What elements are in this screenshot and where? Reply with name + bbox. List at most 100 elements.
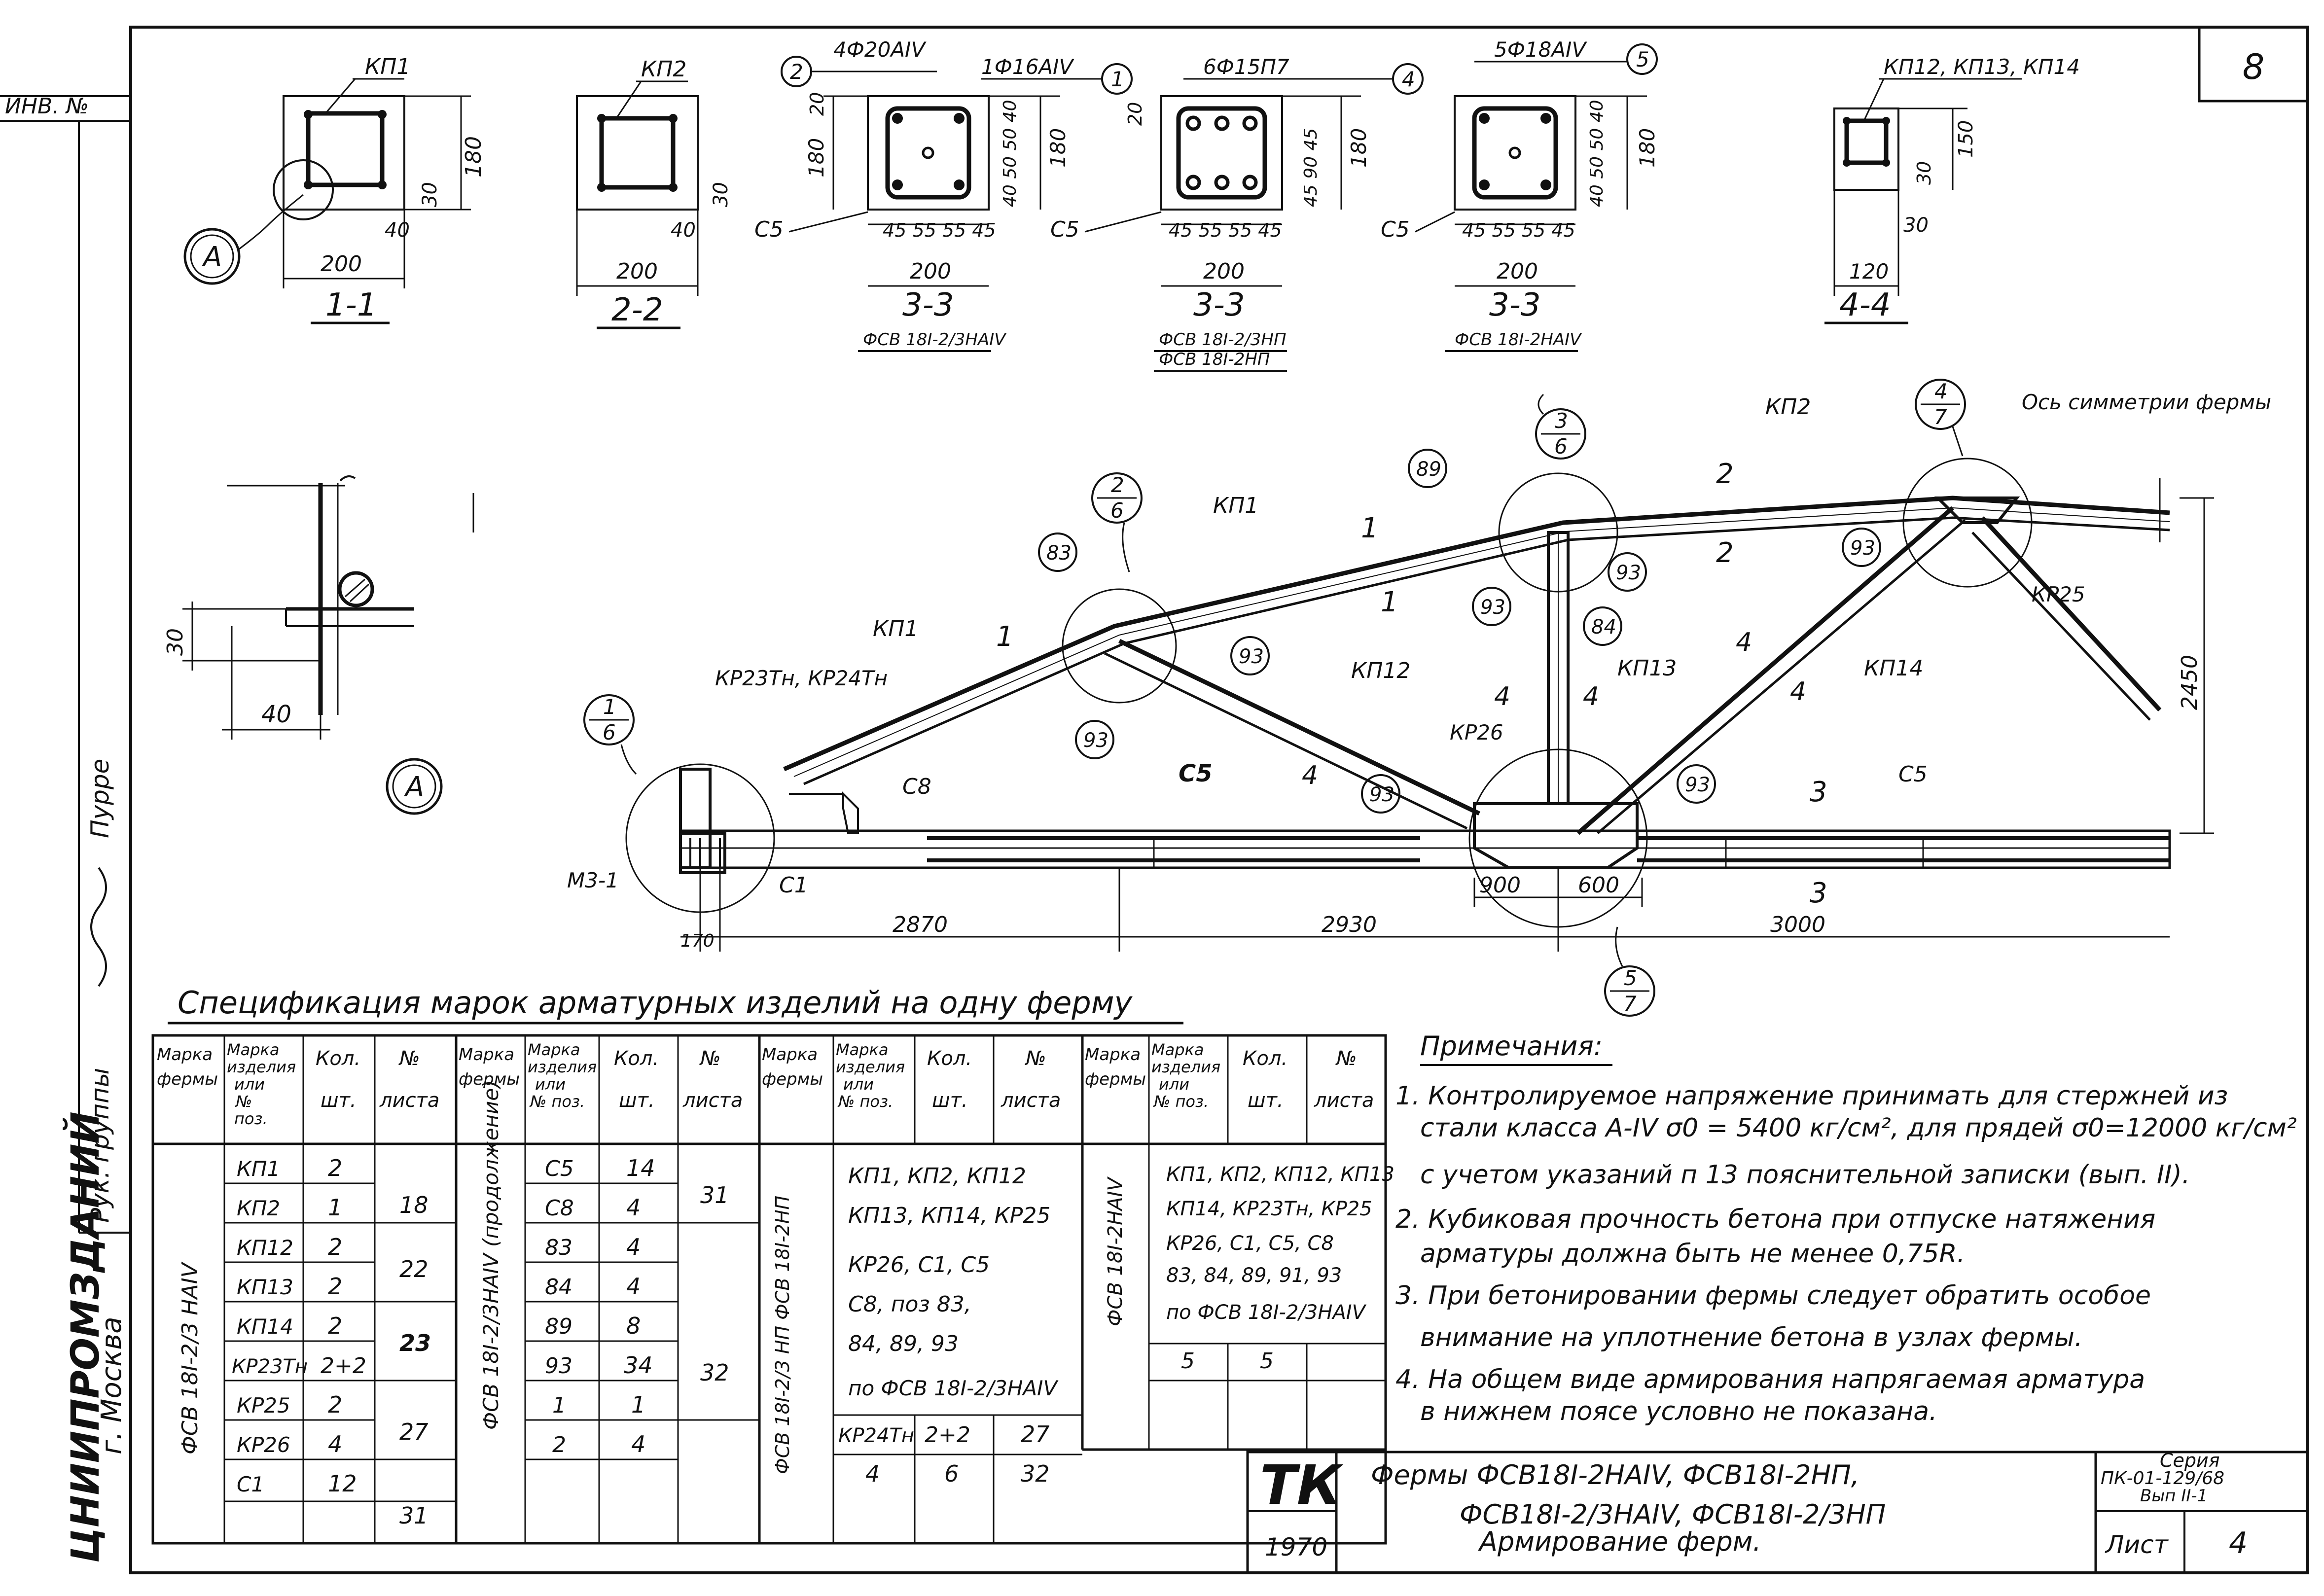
b2-r6-item: 1 [552, 1393, 566, 1418]
b1-r7-item: КР26 [237, 1433, 290, 1457]
b2-r7-item: 2 [552, 1432, 566, 1457]
b2-r5-qty: 34 [624, 1352, 653, 1379]
b1-r4-item: КП14 [237, 1314, 293, 1339]
b4-lines: КП1, КП2, КП12, КП13 КП14, КР23Тн, КР25 … [1166, 1163, 1394, 1374]
s33a-dim-200: 200 [910, 259, 951, 284]
note-line-6: внимание на уплотнение бетона в узлах фе… [1420, 1323, 2083, 1352]
s22-dim-30: 30 [710, 182, 732, 207]
b1-r5-item: КР23Тн [232, 1355, 308, 1378]
b1-r1-item: КП2 [237, 1196, 280, 1220]
svg-text:фермы: фермы [157, 1069, 218, 1089]
s33a-num-left: 2 [790, 60, 803, 84]
dim-2870: 2870 [893, 912, 948, 937]
sec-mark-1a: 1 [1361, 512, 1379, 544]
section-1-1: КП1 180 30 40 200 1-1 А [183, 54, 486, 324]
svg-text:Марка: Марка [459, 1045, 514, 1064]
svg-text:шт.: шт. [932, 1089, 968, 1112]
svg-text:листа: листа [1314, 1089, 1374, 1112]
section-4-4: КП12, КП13, КП14 150 30 30 120 4-4 [1824, 55, 2080, 324]
s33c-rdims: 40 50 50 40 [1587, 100, 1607, 207]
s22-dim-40: 40 [671, 219, 696, 242]
specification: Спецификация марок арматурных изделий на… [151, 985, 1394, 1545]
b2-sheet-31: 31 [700, 1182, 729, 1208]
s22-mark: КП2 [641, 57, 686, 82]
sec-mark-1b: 1 [996, 621, 1014, 653]
svg-text:Кол.: Кол. [316, 1047, 360, 1070]
notes: Примечания: 1. Контролируемое напряжение… [1395, 1030, 2297, 1426]
b2-farm: ФСВ 18I-2/3НАIV (продолжение) [479, 1080, 503, 1430]
node-callout-4: 4 7 [1915, 379, 1966, 457]
section-3-3-a: 4Ф20АIV 1Ф16АIV 2 1 20 180 40 50 50 40 1… [754, 37, 1133, 352]
b1-r6-qty: 2 [328, 1391, 342, 1418]
stamp-sheet-label: Лист [2105, 1530, 2169, 1559]
notes-title: Примечания: [1420, 1030, 1603, 1062]
b1-sheet-23: 23 [399, 1330, 431, 1356]
b1-r0-qty: 2 [328, 1155, 342, 1181]
b4-line-1: КП14, КР23Тн, КР25 [1166, 1198, 1372, 1220]
pos-84: 84 [1591, 616, 1616, 638]
stamp-tk: ТК [1260, 1454, 1344, 1517]
svg-text:изделия: изделия [227, 1058, 296, 1076]
pos-93-e: 93 [1616, 562, 1641, 584]
b2-r4-qty: 8 [626, 1312, 641, 1339]
inv-label: ИНВ. № [5, 94, 89, 119]
s33a-top-left: 4Ф20АIV [833, 37, 927, 62]
dim-900: 900 [1479, 873, 1521, 898]
mark-kp1-b: КП1 [1213, 493, 1258, 518]
dim-600: 600 [1578, 873, 1619, 898]
pos-89: 89 [1416, 458, 1441, 481]
svg-text:Марка: Марка [1151, 1040, 1204, 1059]
stamp-year: 1970 [1265, 1533, 1327, 1561]
detail-dim-40: 40 [261, 701, 291, 728]
left-margin: ИНВ. № Рук. группы Пурре ЦНИИПРОМЗДАНИЙ … [0, 94, 131, 1563]
s33b-dim-20: 20 [1124, 102, 1146, 126]
sec-mark-4a: 4 [1494, 682, 1510, 711]
s11-dim-40: 40 [385, 219, 410, 242]
s33b-num: 4 [1402, 67, 1415, 91]
mark-c5-a: С5 [1179, 760, 1213, 787]
svg-text:листа: листа [379, 1089, 439, 1112]
svg-text:шт.: шт. [1248, 1089, 1284, 1112]
sec-mark-4e: 4 [1790, 677, 1806, 707]
b1-r3-qty: 2 [328, 1273, 342, 1300]
svg-text:или: или [1159, 1075, 1189, 1094]
svg-text:Марка: Марка [1085, 1045, 1141, 1064]
s44-dim-30a: 30 [1913, 161, 1935, 185]
note-line-4: арматуры должна быть не менее 0,75R. [1420, 1239, 1965, 1269]
b2-r3-item: 84 [545, 1275, 572, 1300]
b1-farm: ФСВ 18I-2/3 НАIV [178, 1261, 203, 1454]
svg-text:№: № [699, 1047, 721, 1070]
stamp-issue: Вып II-1 [2140, 1486, 2208, 1506]
b1-sheet-18: 18 [399, 1192, 429, 1218]
s33b-dim-180: 180 [1347, 128, 1371, 168]
pos-93-b: 93 [1083, 729, 1108, 752]
b1-r3-item: КП13 [237, 1275, 293, 1299]
s33a-dim-20: 20 [806, 92, 828, 116]
s33c-c5: С5 [1381, 217, 1410, 242]
b2-r2-qty: 4 [626, 1234, 641, 1260]
pos-bubbles: 83 93 93 93 89 93 93 84 93 93 [1038, 449, 1881, 814]
s33c-dim-200: 200 [1497, 259, 1538, 284]
b2-r0-qty: 14 [626, 1155, 655, 1181]
s44-dim-150: 150 [1955, 120, 1977, 158]
s33b-c5: С5 [1050, 217, 1079, 242]
note-line-7: 4. На общем виде армирования напрягаемая… [1395, 1365, 2145, 1394]
sec-mark-4d: 4 [1736, 628, 1752, 657]
svg-text:фермы: фермы [1085, 1069, 1146, 1089]
pos-93-c: 93 [1369, 783, 1394, 806]
note-line-8: в нижнем поясе условно не показана. [1420, 1397, 1937, 1426]
b3-row2-item: 4 [865, 1460, 880, 1487]
mark-m3-1: М3-1 [567, 868, 619, 892]
svg-text:поз.: поз. [234, 1109, 268, 1128]
s33c-bdims: 45 55 55 45 [1462, 219, 1575, 241]
org-name: ЦНИИПРОМЗДАНИЙ [63, 1111, 108, 1563]
b4-farm: ФСВ 18I-2НАIV [1104, 1176, 1127, 1326]
node-callout-5: 5 7 [1604, 926, 1655, 1017]
b4-line-2: КР26, С1, С5, С8 [1166, 1232, 1334, 1255]
s33b-rdims: 45 90 45 [1301, 128, 1321, 207]
svg-text:шт.: шт. [321, 1089, 357, 1112]
truss-elevation: 2450 170 2870 2930 3000 900 600 1 6 2 6 [567, 379, 2271, 1017]
b3-row2-sheet: 32 [1021, 1460, 1050, 1487]
